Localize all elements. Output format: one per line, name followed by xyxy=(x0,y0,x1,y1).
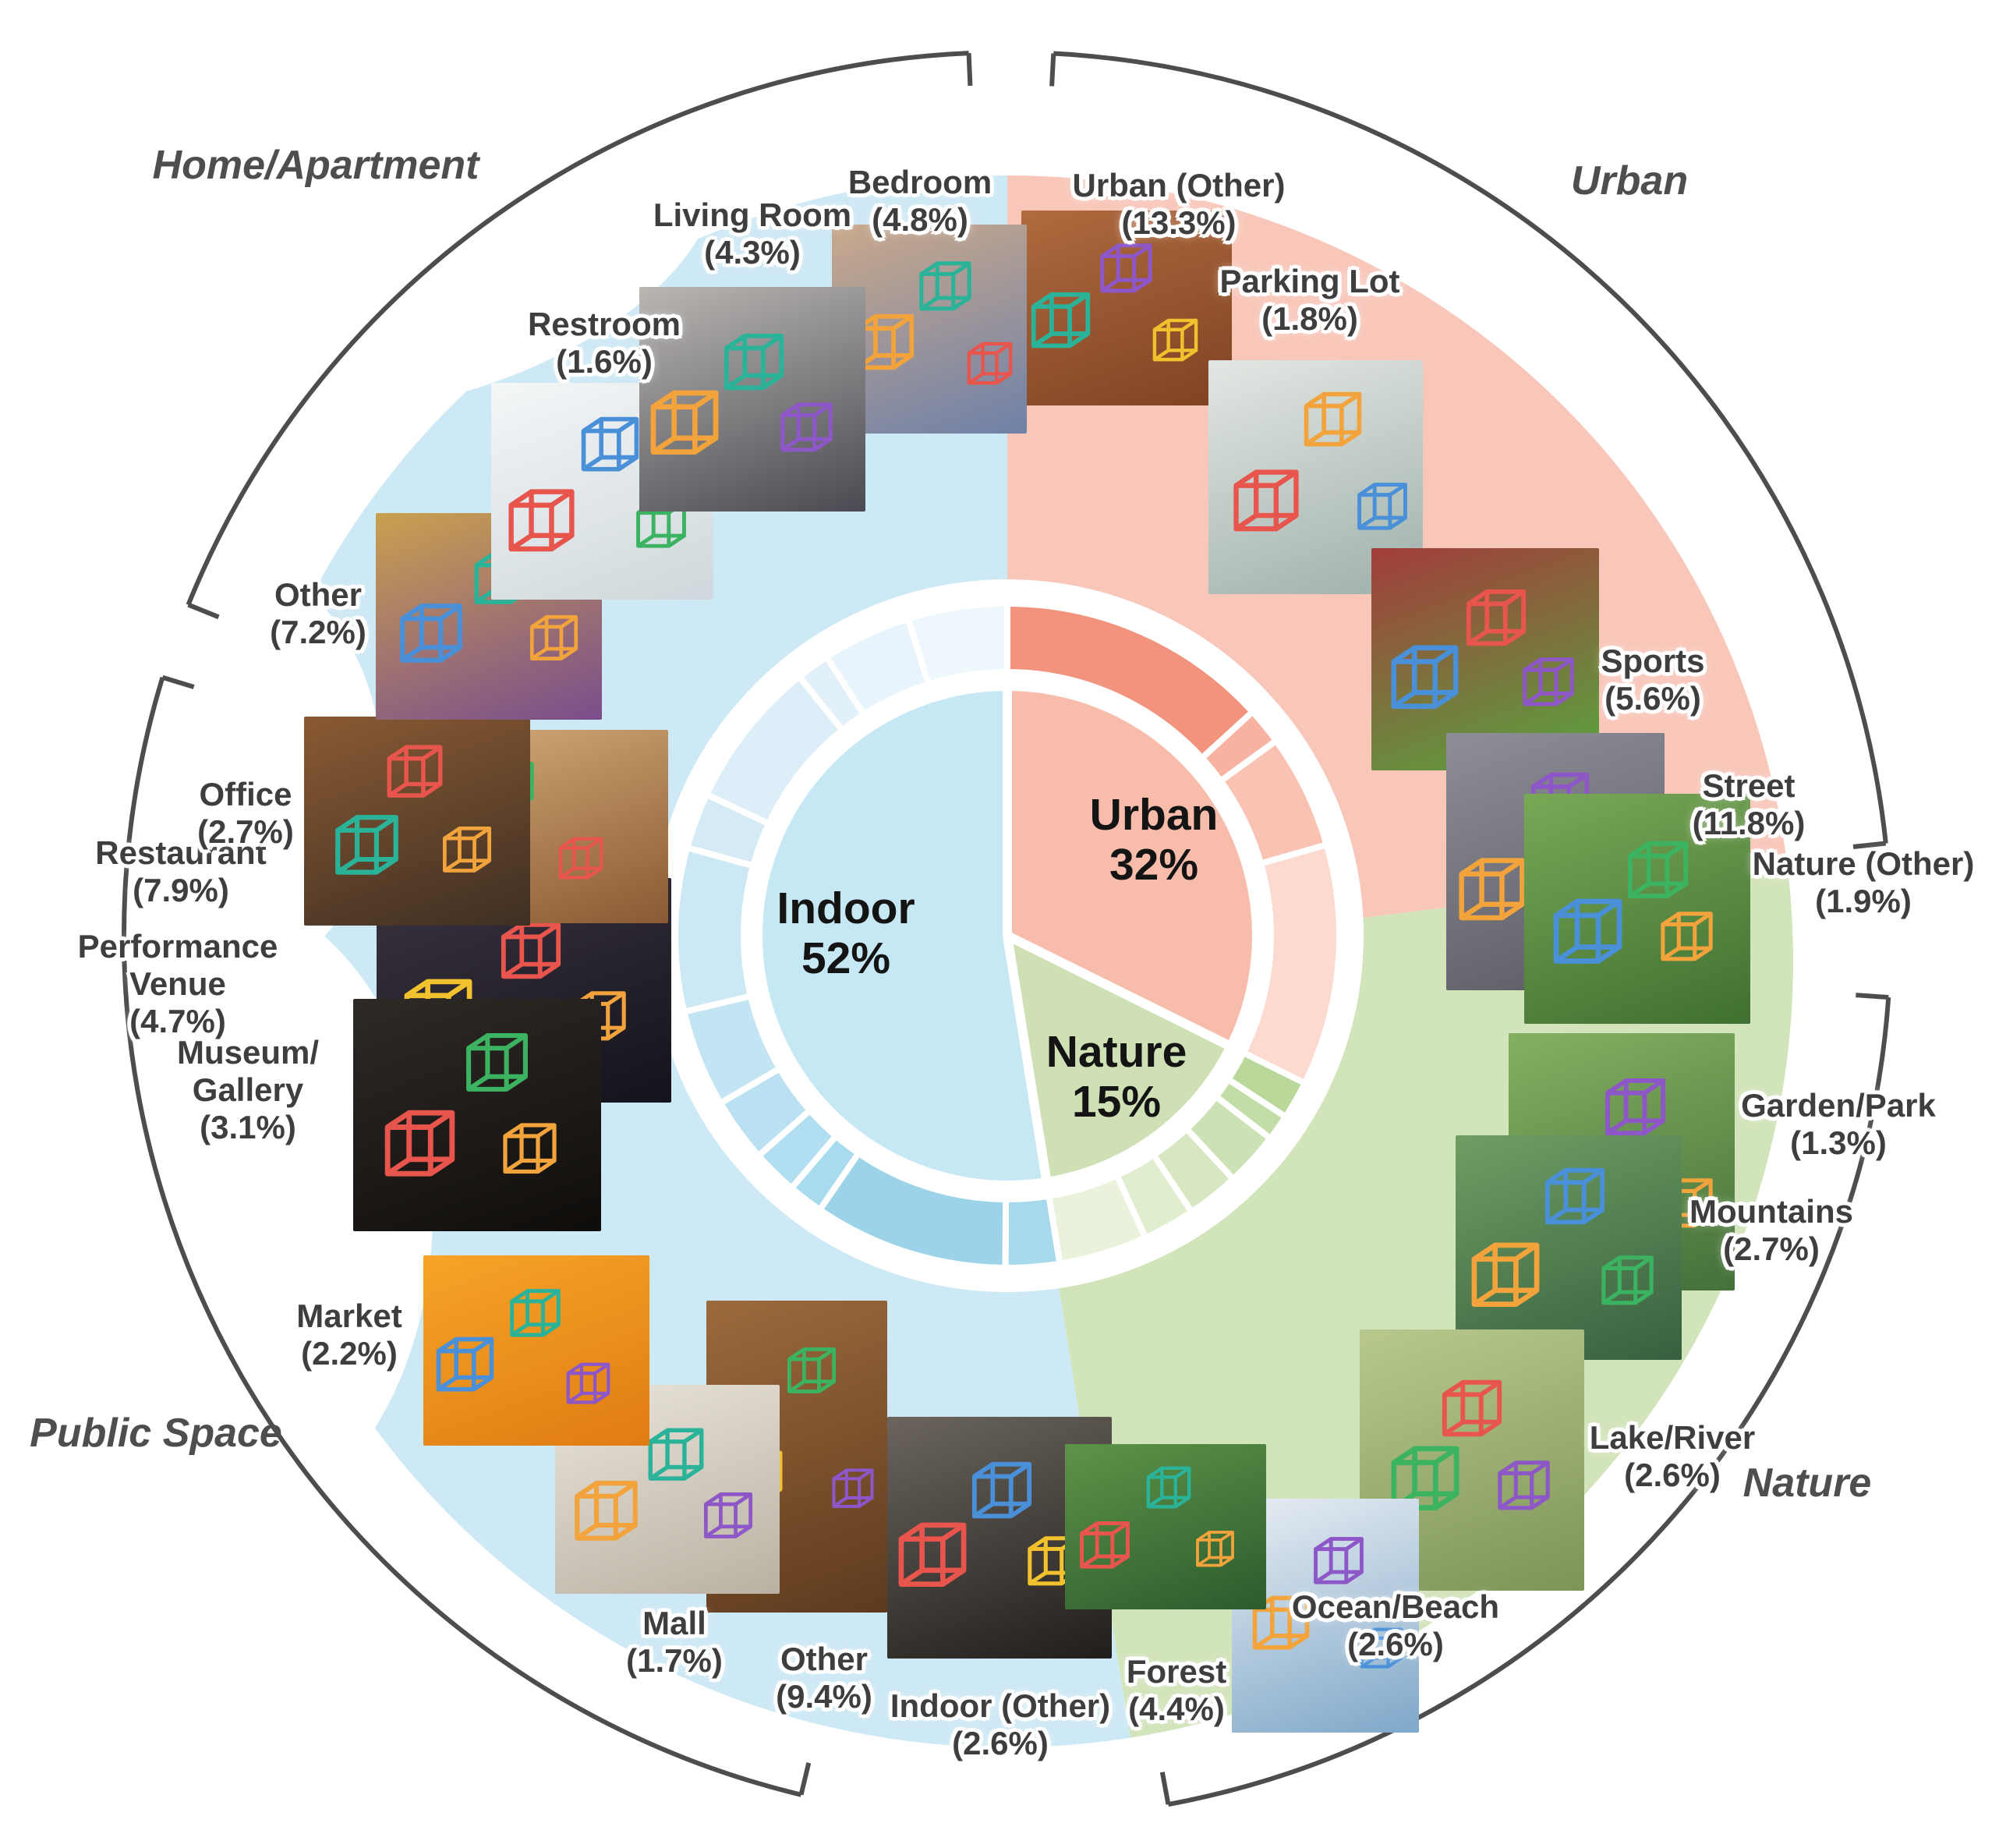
pie-label-indoor-pct: 52% xyxy=(801,933,891,983)
pie-label-indoor: Indoor 52% xyxy=(777,883,915,984)
bracket-tick xyxy=(187,602,220,620)
bracket-tick xyxy=(1159,1772,1171,1805)
pie-wedge-indoor xyxy=(753,681,1052,1190)
pie-label-nature: Nature 15% xyxy=(1045,1027,1187,1128)
arc-label-public-space: Public Space xyxy=(30,1411,282,1456)
pie-label-nature-name: Nature xyxy=(1045,1027,1187,1078)
ring-segment-bedroom xyxy=(904,600,1010,689)
arc-label-nature: Nature xyxy=(1742,1460,1872,1506)
bracket-arc-nature xyxy=(1167,997,1891,1807)
pie-label-indoor-name: Indoor xyxy=(777,883,915,934)
ring-segment-restaurant xyxy=(672,844,758,1016)
pie-label-urban-name: Urban xyxy=(1089,790,1219,841)
bg-cutout xyxy=(158,86,715,413)
bracket-tick xyxy=(798,1762,812,1796)
pie-wedge-nature xyxy=(1003,931,1236,1187)
bracket-arc-urban xyxy=(1053,51,1888,844)
pie-label-urban-pct: 32% xyxy=(1109,840,1199,890)
bracket-tick xyxy=(966,52,973,87)
bracket-tick xyxy=(1049,53,1056,87)
bracket-tick xyxy=(161,674,195,689)
arc-label-urban: Urban xyxy=(1570,158,1689,204)
pie-label-nature-pct: 15% xyxy=(1071,1077,1162,1127)
pie-wedge-urban xyxy=(1003,681,1261,1052)
pie-label-urban: Urban 32% xyxy=(1089,790,1219,890)
bracket-arc-public-space xyxy=(121,676,802,1797)
bracket-tick xyxy=(1852,841,1887,849)
bg-cutout xyxy=(0,538,382,1006)
arc-label-home-apartment: Home/Apartment xyxy=(152,143,479,188)
bracket-tick xyxy=(1856,993,1889,1000)
ring-segment-indoor-other xyxy=(1002,1192,1063,1271)
bracket-arc-home-apartment xyxy=(186,51,969,606)
bg-cutout xyxy=(0,885,433,1540)
